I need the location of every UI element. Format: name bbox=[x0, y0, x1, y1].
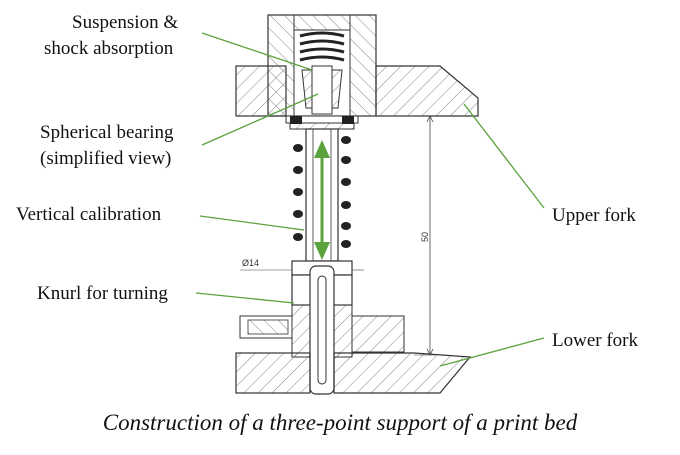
washers bbox=[285, 115, 359, 130]
figure-caption: Construction of a three-point support of… bbox=[103, 410, 578, 435]
label-suspension-line2: shock absorption bbox=[44, 38, 174, 59]
label-suspension-line1: Suspension & bbox=[72, 12, 178, 33]
coil-spring bbox=[293, 136, 351, 248]
calibration-arrow bbox=[314, 140, 330, 260]
label-upper-fork: Upper fork bbox=[552, 205, 636, 226]
knurl-collar bbox=[291, 260, 353, 395]
lower-body bbox=[239, 304, 405, 358]
label-bearing-line2: (simplified view) bbox=[40, 148, 171, 169]
label-lower-fork: Lower fork bbox=[552, 330, 638, 351]
leader-lines bbox=[195, 32, 545, 367]
height-dimension-text: 50 bbox=[420, 232, 430, 242]
label-vertical-calibration: Vertical calibration bbox=[16, 204, 162, 225]
diameter-dimension-text: Ø14 bbox=[242, 258, 259, 268]
spherical-bearing bbox=[301, 65, 343, 115]
upper-housing bbox=[267, 14, 377, 117]
lower-fork-plate bbox=[235, 352, 472, 394]
suspension-spring bbox=[299, 31, 345, 62]
label-bearing-line1: Spherical bearing bbox=[40, 122, 174, 143]
label-knurl: Knurl for turning bbox=[37, 283, 168, 304]
dimension-height: 50 bbox=[376, 115, 436, 356]
dimension-diameter: Ø14 bbox=[240, 258, 364, 272]
